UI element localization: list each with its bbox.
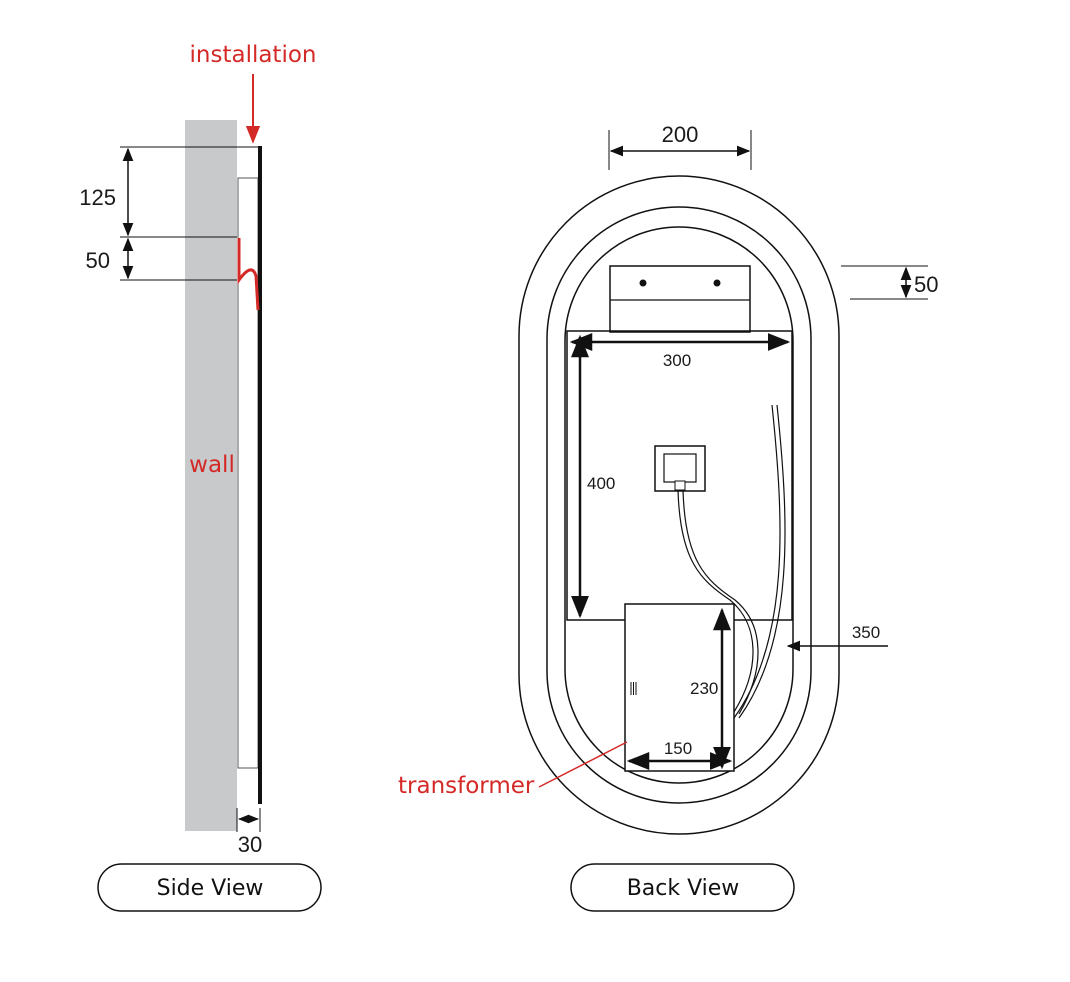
wall-section	[185, 120, 237, 831]
mirror-outline-outer	[518, 175, 840, 835]
dim-350-label: 350	[852, 623, 880, 642]
back-view-label: Back View	[627, 876, 740, 901]
bracket-screw-hole-right	[713, 279, 721, 287]
dim-125-label: 125	[79, 185, 116, 210]
side-view-label: Side View	[157, 876, 264, 901]
wall-label: wall	[189, 452, 235, 478]
side-view-button[interactable]: Side View	[97, 863, 322, 912]
mirror-outline-inner	[564, 226, 794, 784]
back-view: 200 50 300 400 350	[398, 122, 938, 835]
dim-50-back-label: 50	[914, 272, 938, 297]
back-view-button[interactable]: Back View	[570, 863, 795, 912]
bracket-screw-hole-left	[639, 279, 647, 287]
installation-label: installation	[190, 42, 317, 68]
mirror-outline-middle	[546, 206, 812, 804]
mounting-hook	[237, 238, 260, 311]
cable-switch	[677, 489, 754, 713]
vent-icon	[630, 682, 637, 695]
dim-200-label: 200	[662, 122, 699, 147]
cable-power	[733, 404, 781, 719]
transformer-label: transformer	[398, 773, 535, 799]
transformer-leader	[538, 741, 628, 788]
dim-400-label: 400	[587, 474, 615, 493]
dim-230-label: 230	[690, 679, 718, 698]
dim-50-side-label: 50	[86, 248, 110, 273]
mirror-frame-side	[237, 177, 259, 769]
dim-300-label: 300	[663, 351, 691, 370]
hanging-bracket	[609, 265, 751, 333]
side-view: installation 125 50 wall 30	[79, 42, 316, 857]
dim-30-label: 30	[238, 832, 262, 857]
dim-150-label: 150	[664, 739, 692, 758]
